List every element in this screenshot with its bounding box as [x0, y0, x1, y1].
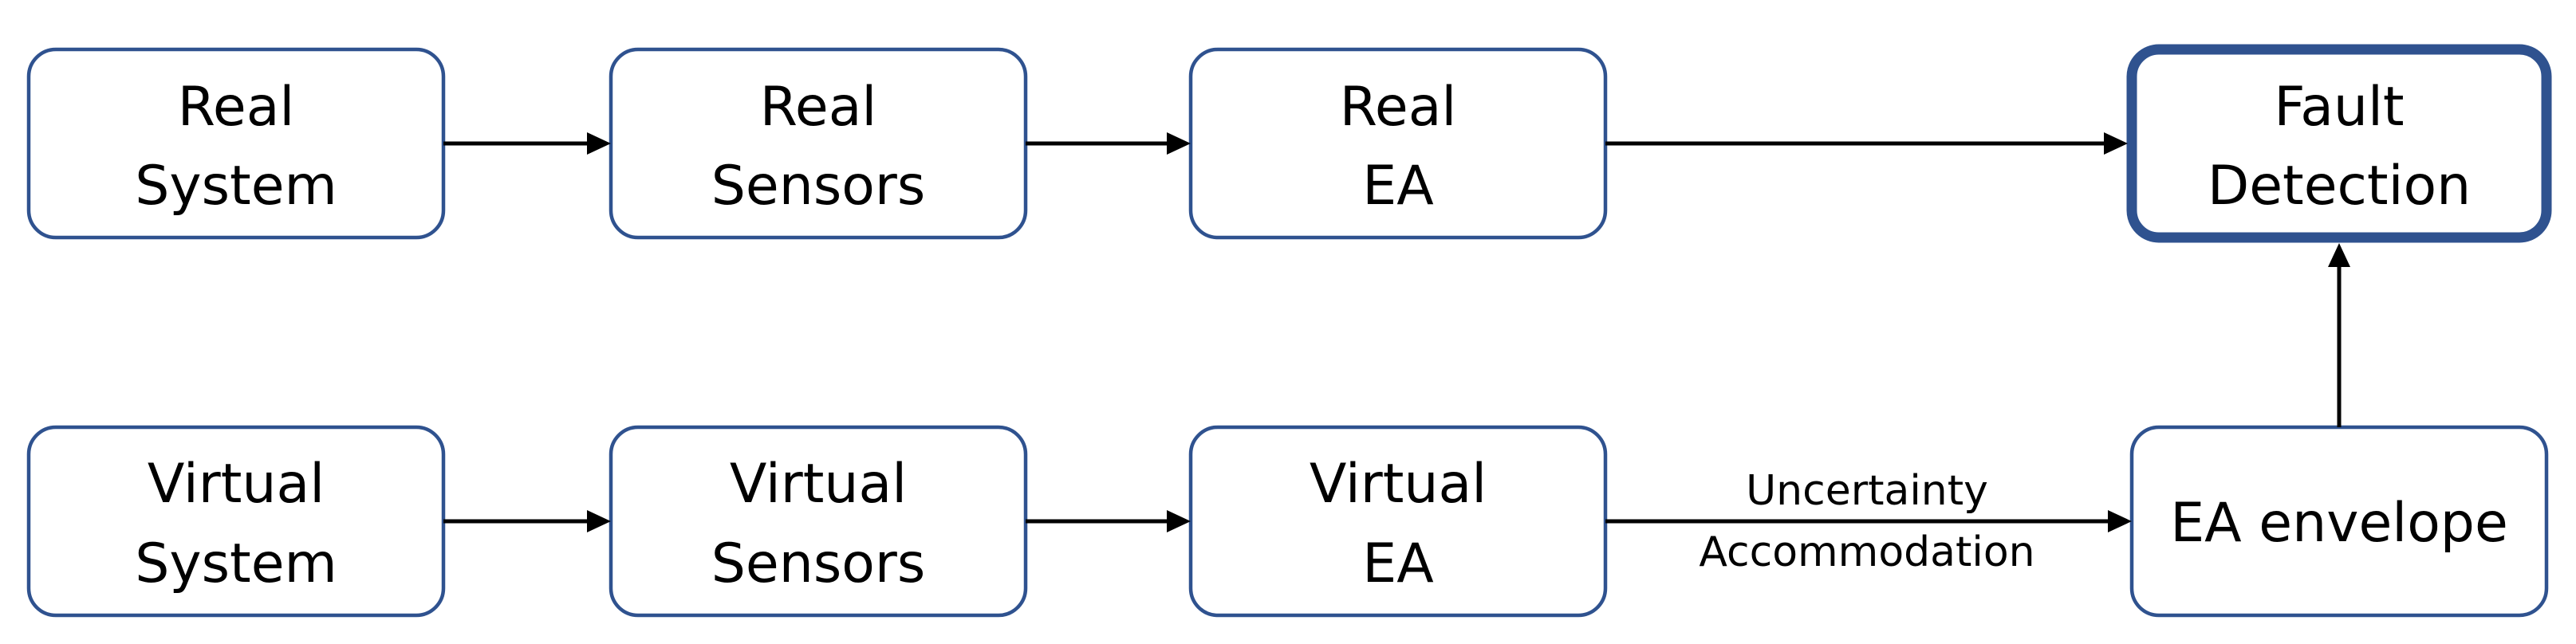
node-real-ea: Real EA — [1188, 47, 1608, 240]
arrow-real-system-to-real-sensors — [443, 132, 611, 155]
node-virtual-sensors-line1: Virtual — [730, 453, 907, 516]
arrow-ea-envelope-to-fault-detection-head — [2328, 243, 2350, 267]
arrow-virtual-system-to-virtual-sensors — [443, 510, 611, 532]
node-real-system-line2: System — [135, 155, 337, 218]
node-virtual-system-line2: System — [135, 532, 337, 595]
arrow-virtual-sensors-to-virtual-ea — [1026, 510, 1191, 532]
arrow-real-system-to-real-sensors-head — [587, 132, 611, 155]
node-real-system-line1: Real — [178, 76, 295, 139]
node-real-ea-line1: Real — [1340, 76, 1457, 139]
node-fault-detection-line1: Fault — [2274, 76, 2404, 139]
arrow-real-ea-to-fault-detection-head — [2104, 132, 2128, 155]
node-real-sensors-line2: Sensors — [711, 155, 926, 218]
uncertainty-label-line1: Uncertainty — [1746, 467, 1988, 515]
node-ea-envelope: EA envelope — [2129, 425, 2549, 618]
arrow-virtual-ea-to-ea-envelope-head — [2108, 510, 2132, 532]
arrow-virtual-sensors-to-virtual-ea-head — [1167, 510, 1191, 532]
node-virtual-sensors-line2: Sensors — [711, 532, 926, 595]
arrow-real-ea-to-fault-detection — [1605, 132, 2128, 155]
arrow-ea-envelope-to-fault-detection — [2328, 243, 2350, 427]
node-virtual-ea: Virtual EA — [1188, 425, 1608, 618]
node-virtual-ea-line1: Virtual — [1310, 453, 1487, 516]
node-virtual-system: Virtual System — [26, 425, 446, 618]
uncertainty-label-line2: Accommodation — [1699, 528, 2034, 576]
node-real-sensors: Real Sensors — [609, 47, 1028, 240]
node-fault-detection-box — [2126, 44, 2552, 243]
node-fault-detection: Fault Detection — [2126, 44, 2552, 243]
arrow-virtual-ea-to-ea-envelope: Uncertainty Accommodation — [1605, 467, 2132, 576]
node-real-ea-line2: EA — [1362, 155, 1433, 218]
node-virtual-system-line1: Virtual — [148, 453, 325, 516]
arrow-real-sensors-to-real-ea-head — [1167, 132, 1191, 155]
arrow-virtual-system-to-virtual-sensors-head — [587, 510, 611, 532]
node-fault-detection-line2: Detection — [2208, 155, 2471, 218]
node-ea-envelope-label: EA envelope — [2170, 492, 2508, 555]
arrow-real-sensors-to-real-ea — [1026, 132, 1191, 155]
node-virtual-sensors: Virtual Sensors — [609, 425, 1028, 618]
node-real-sensors-line1: Real — [760, 76, 877, 139]
node-real-system: Real System — [26, 47, 446, 240]
node-virtual-ea-line2: EA — [1362, 532, 1433, 595]
